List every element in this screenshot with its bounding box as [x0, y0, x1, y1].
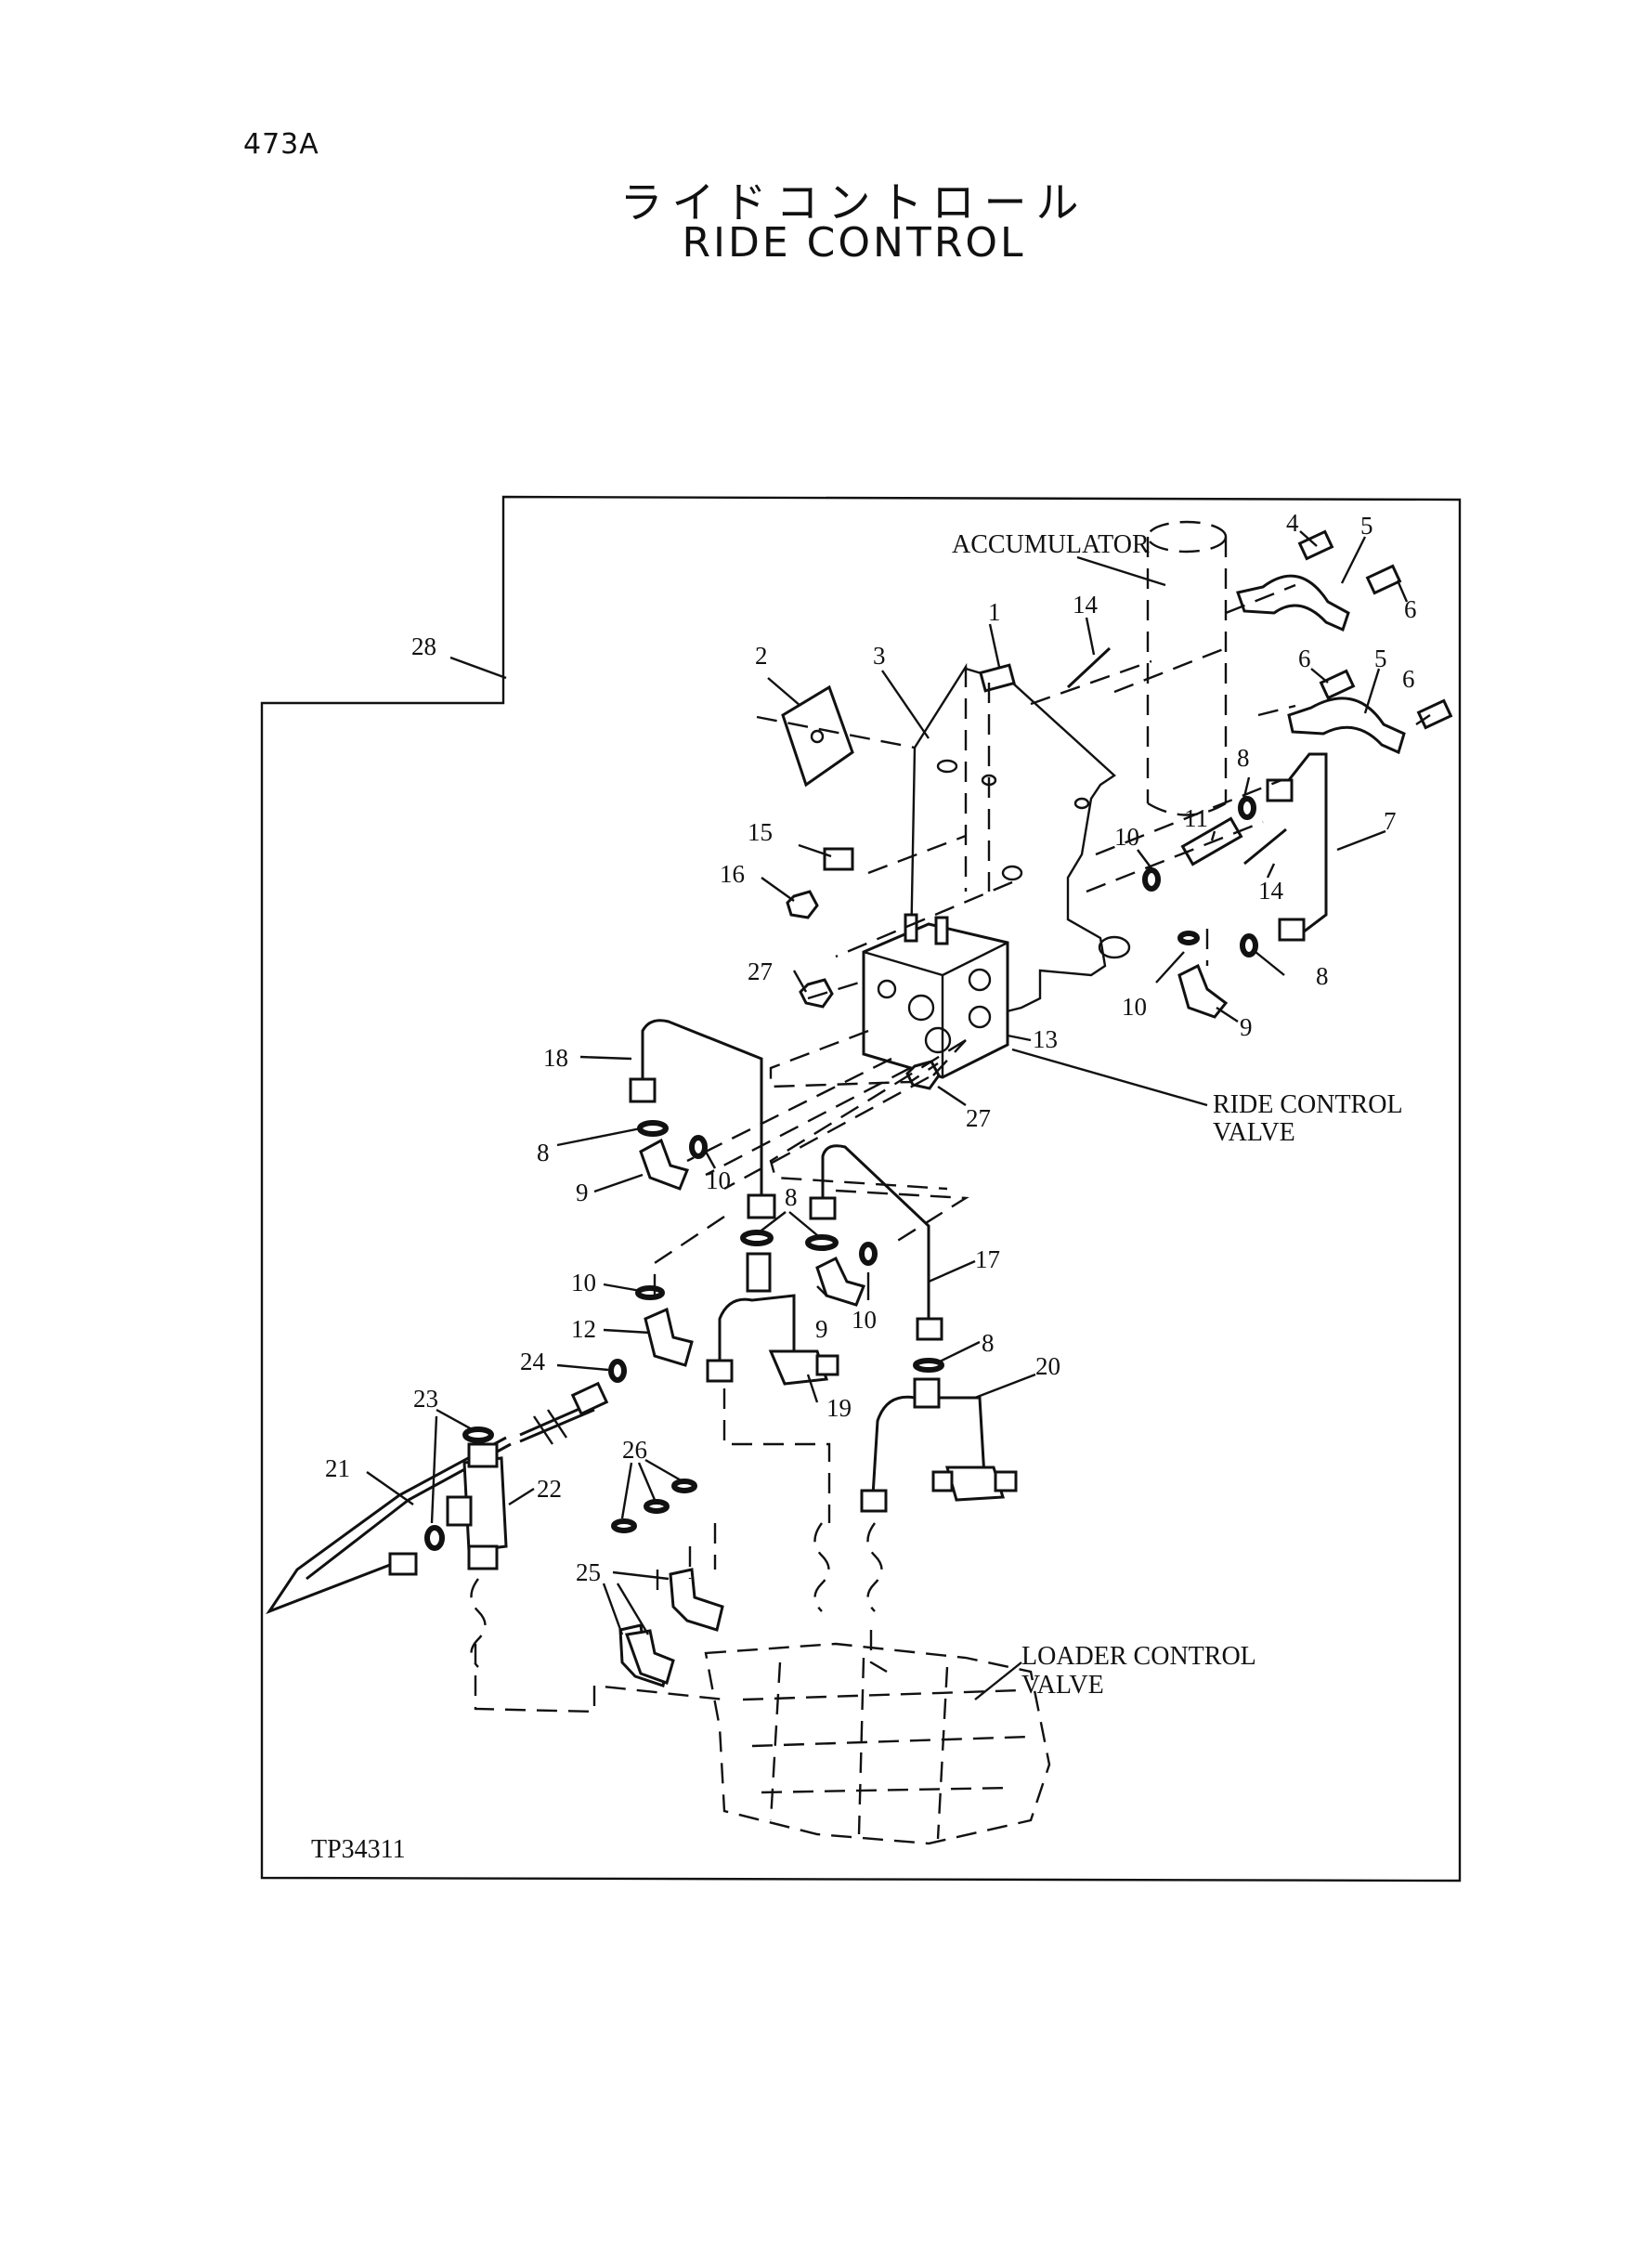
- elbow-9-left: [639, 1138, 690, 1191]
- ride-control-valve-label-2: VALVE: [1213, 1118, 1295, 1147]
- part-number-8-e: 8: [982, 1329, 995, 1357]
- bolt-14-lower: [1243, 827, 1287, 866]
- drawing-number: TP34311: [311, 1835, 406, 1864]
- part-number-8-b: 8: [1316, 962, 1329, 990]
- seal-ring-8-b: [1240, 933, 1258, 958]
- part-number-11: 11: [1184, 804, 1208, 832]
- part-number-27-upper: 27: [748, 958, 773, 985]
- seal-ring-8-a: [1238, 796, 1256, 820]
- part-number-20: 20: [1035, 1352, 1060, 1380]
- part-number-10-e: 10: [852, 1306, 877, 1334]
- part-number-1: 1: [988, 598, 1001, 626]
- part-number-6-mid: 6: [1298, 645, 1311, 672]
- loader-control-valve-label-2: VALVE: [1021, 1671, 1104, 1700]
- loader-control-valve-body: [704, 1642, 1051, 1845]
- part-number-13: 13: [1033, 1025, 1058, 1053]
- part-number-6-right: 6: [1402, 665, 1415, 693]
- elbow-12: [644, 1307, 694, 1367]
- part-number-12: 12: [571, 1315, 596, 1343]
- seal-ring-10-d: [859, 1242, 878, 1266]
- pipe-17: [821, 1144, 930, 1319]
- nut-16: [786, 890, 819, 919]
- part-number-5-upper: 5: [1360, 512, 1373, 540]
- pipe-7: [1280, 752, 1328, 940]
- seal-ring-10-b: [1177, 931, 1200, 945]
- seal-ring-8-d: [740, 1230, 774, 1246]
- part-number-24: 24: [520, 1348, 546, 1375]
- seal-ring-26-b: [644, 1499, 670, 1514]
- part-number-25: 25: [576, 1558, 601, 1586]
- bolt-6-upper: [1365, 564, 1402, 595]
- page-id: 473A: [243, 128, 319, 161]
- part-number-26: 26: [622, 1436, 647, 1464]
- seal-ring-26-a: [611, 1518, 637, 1533]
- part-number-23: 23: [413, 1385, 438, 1413]
- seal-ring-24: [608, 1359, 627, 1383]
- part-number-9-center: 9: [815, 1315, 828, 1343]
- part-number-4: 4: [1286, 509, 1299, 537]
- part-number-10-b: 10: [1122, 993, 1147, 1021]
- spacer-plate: [781, 684, 854, 788]
- seal-ring-10-e: [635, 1285, 665, 1300]
- clip-15: [823, 847, 854, 871]
- seal-ring-26-c: [671, 1479, 697, 1493]
- part-number-14-upper: 14: [1073, 591, 1099, 619]
- elbow-25-c: [624, 1629, 675, 1685]
- part-number-2: 2: [755, 642, 768, 670]
- seal-ring-10-a: [1142, 867, 1161, 892]
- title-japanese: ライドコントロール: [619, 177, 1088, 228]
- bolt-1: [979, 663, 1016, 693]
- accumulator-part: [1146, 520, 1228, 816]
- part-number-6-upper: 6: [1404, 595, 1417, 623]
- pipe-18: [641, 1019, 763, 1198]
- part-number-15: 15: [748, 818, 773, 846]
- part-number-8-c: 8: [537, 1139, 550, 1166]
- hose-right: [866, 1522, 883, 1612]
- part-number-8-a: 8: [1237, 744, 1250, 772]
- part-number-10-c: 10: [706, 1166, 731, 1194]
- elbow-25-a: [669, 1568, 724, 1632]
- seal-ring-23-b: [424, 1525, 445, 1551]
- nut-27-upper: [799, 978, 834, 1009]
- seal-ring-8-f: [913, 1358, 944, 1373]
- part-number-9-left: 9: [576, 1179, 589, 1206]
- elbow-9-right: [1177, 963, 1229, 1019]
- part-number-27-lower: 27: [966, 1104, 991, 1132]
- part-number-10-d: 10: [571, 1269, 596, 1296]
- tee-19: [718, 1294, 796, 1365]
- seal-ring-8-c: [637, 1120, 669, 1137]
- title-english: RIDE CONTROL: [682, 219, 1026, 267]
- part-number-17: 17: [975, 1245, 1000, 1273]
- elbow-9-center: [815, 1256, 866, 1307]
- part-number-3: 3: [873, 642, 886, 670]
- clamp-upper: [1236, 574, 1350, 632]
- bolt-14-upper: [1066, 646, 1112, 689]
- clamp-lower: [1287, 697, 1406, 755]
- part-number-21: 21: [325, 1454, 350, 1482]
- seal-ring-8-e: [805, 1234, 839, 1251]
- seal-ring-10-c: [689, 1135, 708, 1159]
- part-number-14-lower: 14: [1258, 877, 1284, 905]
- accumulator-label: ACCUMULATOR: [952, 530, 1150, 559]
- bolt-6-mid: [1319, 669, 1356, 700]
- part-number-7: 7: [1384, 807, 1397, 835]
- seal-ring-23-a: [462, 1427, 494, 1443]
- part-number-5-lower: 5: [1374, 645, 1387, 672]
- loader-control-valve-label-1: LOADER CONTROL: [1021, 1642, 1256, 1671]
- part-number-9-right: 9: [1240, 1013, 1253, 1041]
- part-number-8-d: 8: [785, 1183, 798, 1211]
- ride-control-valve-block: [862, 913, 1009, 1079]
- part-number-19: 19: [826, 1394, 852, 1422]
- bolt-6-right: [1416, 698, 1453, 730]
- ride-control-valve-label-1: RIDE CONTROL: [1213, 1090, 1403, 1119]
- hose-left: [470, 1578, 487, 1668]
- diagram-frame: [260, 495, 1462, 1883]
- part-number-16: 16: [720, 860, 745, 888]
- part-number-18: 18: [543, 1044, 568, 1072]
- hose-middle: [813, 1522, 830, 1612]
- part-number-22: 22: [537, 1475, 562, 1503]
- part-number-10-a: 10: [1114, 823, 1139, 851]
- part-number-28: 28: [411, 632, 436, 660]
